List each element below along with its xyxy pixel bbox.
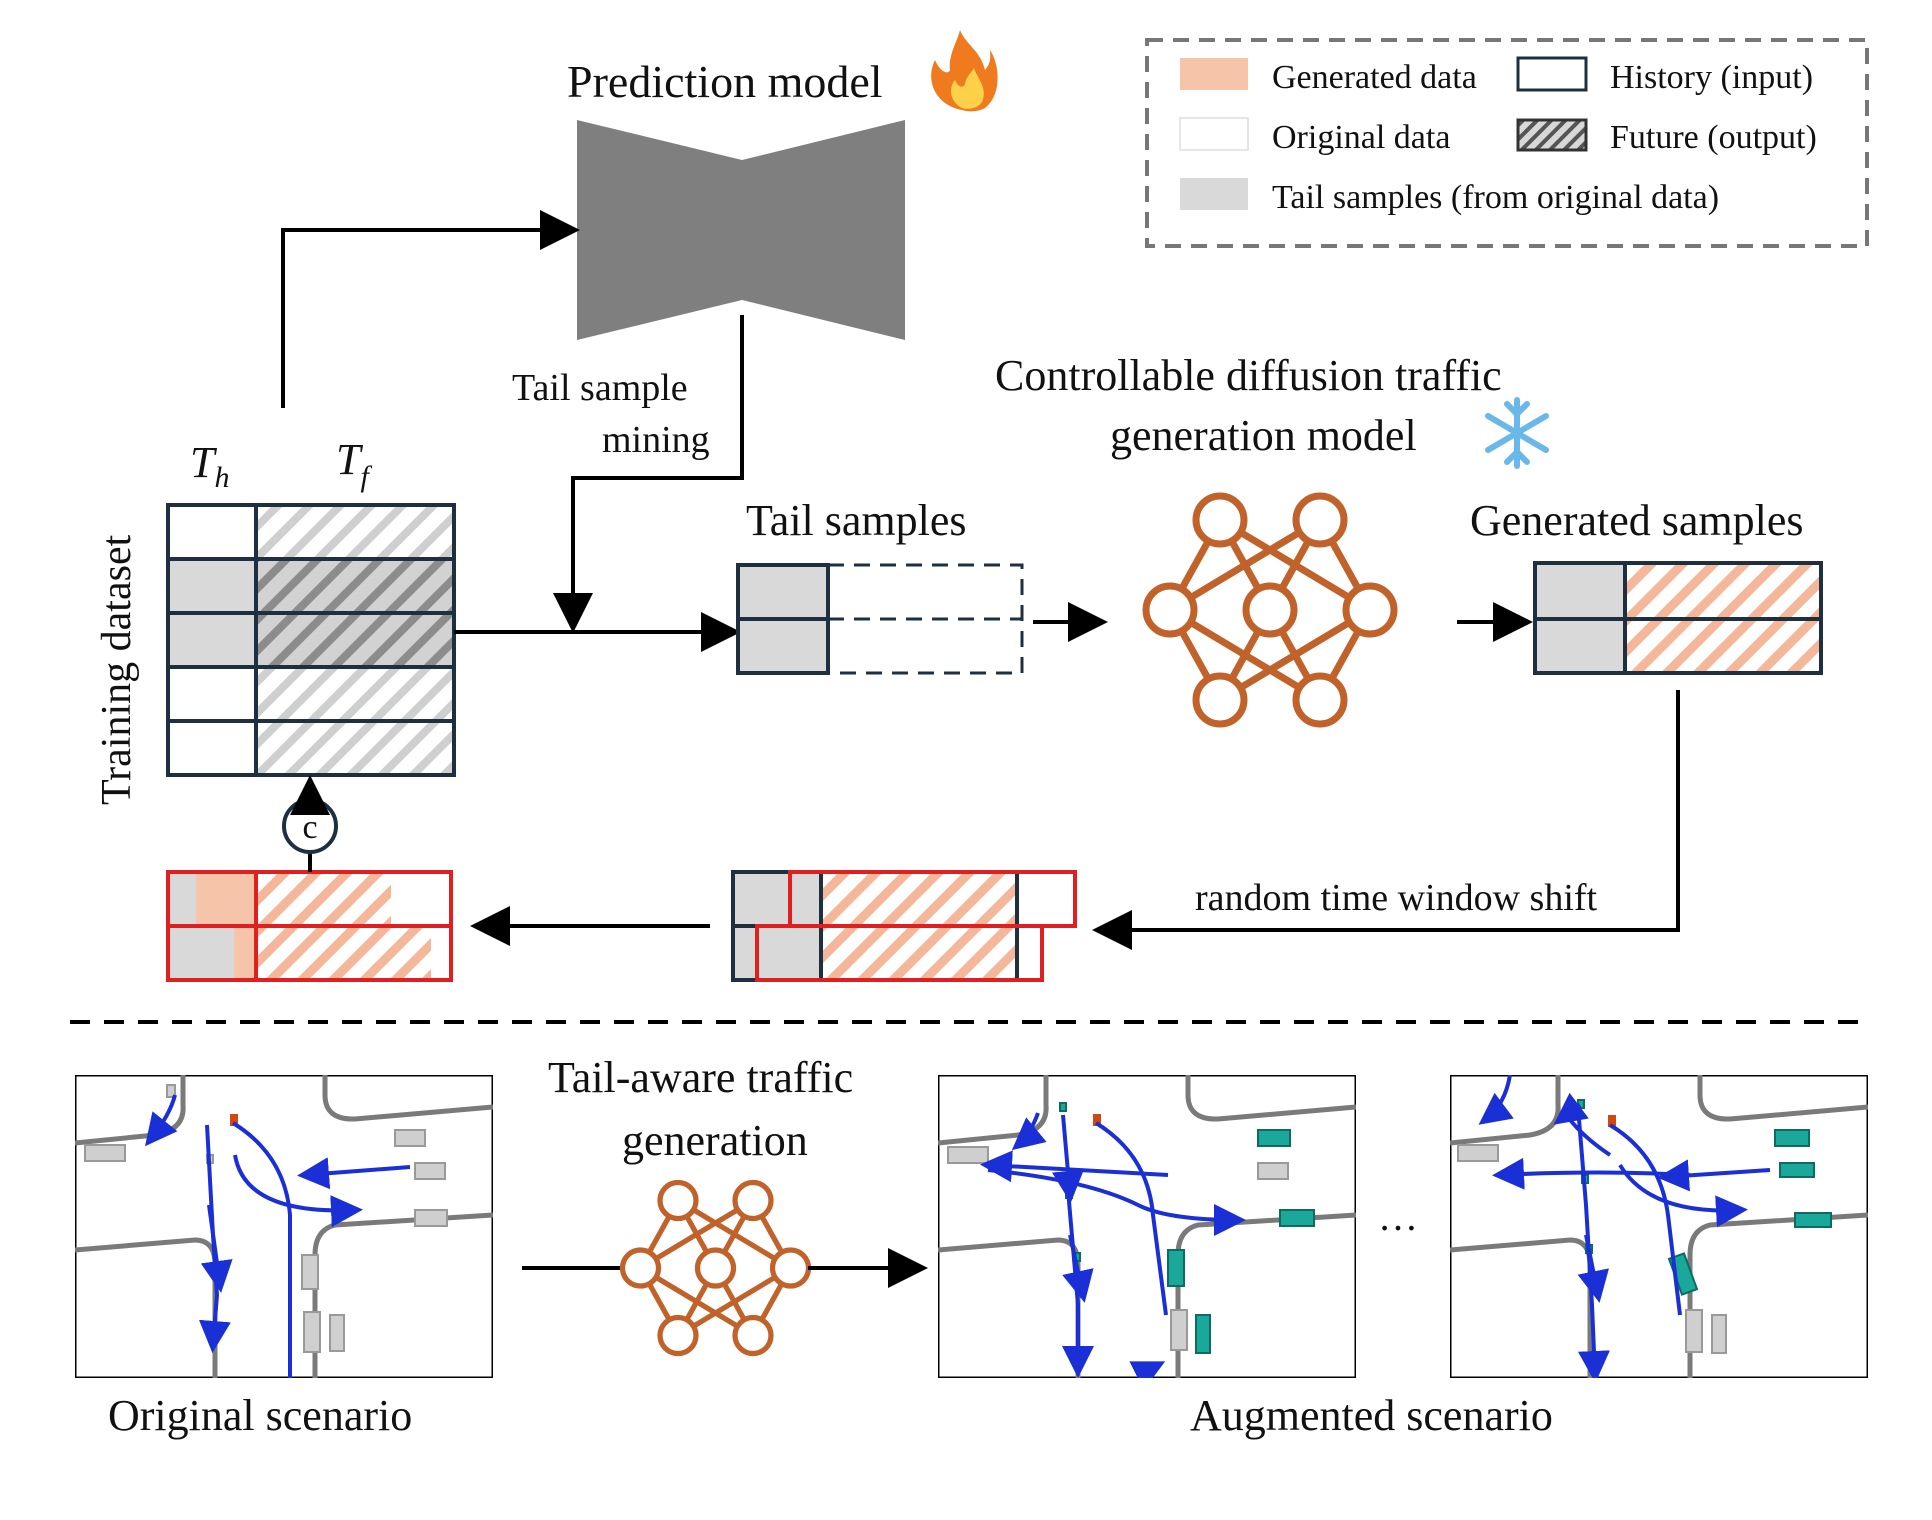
legend-swatch-tail [1180,178,1248,210]
augmented-scenario-map-2 [1450,1075,1868,1378]
snowflake-icon [1485,397,1549,469]
prediction-model-shape [577,120,905,340]
diffusion-title-line-2: generation model [1110,411,1417,460]
legend-tail-label: Tail samples (from original data) [1272,179,1719,216]
generated-row-1-future [1623,561,1823,621]
ellipsis: … [1378,1194,1418,1239]
random-shift-label: random time window shift [1195,877,1598,919]
augmented-scenario-label: Augmented scenario [1190,1391,1553,1440]
original-scenario-map [75,1075,493,1378]
dataset-row-1-history [166,503,258,561]
shift-window-2 [755,924,1044,982]
dataset-row-3-history [166,611,258,669]
legend-original-label: Original data [1272,119,1450,156]
tail-mining-label-1: Tail sample [512,367,688,409]
dataset-row-5-future [254,719,456,777]
generated-row-2-future [1623,617,1823,675]
fire-icon [931,30,998,112]
training-dataset-table [166,503,456,777]
tail-aware-label-1: Tail-aware traffic [548,1053,853,1102]
legend: Generated data History (input) Original … [1145,38,1869,248]
generated-samples-block [1533,561,1823,675]
legend-future-label: Future (output) [1610,119,1817,156]
tail-samples-title: Tail samples [746,496,967,545]
legend-swatch-history [1516,56,1588,92]
tail-aware-label-2: generation [622,1116,808,1165]
concat-label: c [302,809,317,846]
generated-row-1-history [1533,561,1627,621]
prediction-model-title: Prediction model [567,56,883,107]
generated-samples-title: Generated samples [1470,496,1804,545]
legend-border [1145,38,1869,248]
tail-samples-block [736,563,1024,675]
arrow-dataset-to-model [281,210,580,408]
tail-mining-label-2: mining [602,419,710,461]
augmented-samples-block [166,870,453,982]
legend-generated-label: Generated data [1272,59,1477,96]
diffusion-network-icon [1146,496,1394,724]
dataset-row-5-history [166,719,258,777]
legend-history-label: History (input) [1610,59,1813,96]
arrow-tail-mining [553,315,744,633]
generated-row-2-history [1533,617,1627,675]
dataset-row-3-future [254,611,456,669]
diffusion-title-line-1: Controllable diffusion traffic [995,351,1502,400]
dataset-row-4-history [166,665,258,723]
legend-swatch-generated [1180,58,1248,90]
tf-label: Tf [336,435,372,493]
legend-swatch-future [1516,118,1588,152]
tail-aware-network-icon [623,1183,809,1354]
training-dataset-label: Training dataset [94,534,140,805]
legend-swatch-original [1179,117,1249,151]
arrow-random-shift [1092,690,1680,950]
th-label: Th [190,438,229,494]
augmented-scenario-map-1 [938,1075,1356,1378]
original-scenario-label: Original scenario [108,1391,412,1440]
shifted-samples-block [731,870,1077,982]
dataset-row-4-future [254,665,456,723]
dataset-row-1-future [254,503,456,561]
dataset-row-2-history [166,557,258,615]
tail-row-1-history [736,563,830,621]
augmented-row-2 [166,924,453,982]
tail-row-2-history [736,617,830,675]
dataset-row-2-future [254,557,456,615]
